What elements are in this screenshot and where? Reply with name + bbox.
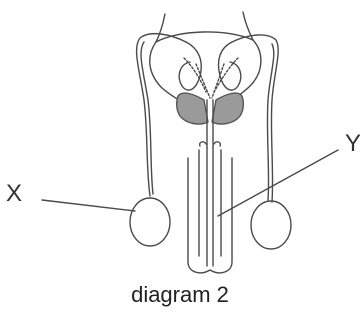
cowper-glands — [200, 142, 221, 146]
urethra — [207, 100, 213, 148]
label-y-leader-line — [218, 150, 338, 216]
right-vas-deferens — [232, 35, 278, 202]
bladder-top — [156, 32, 253, 42]
left-testis — [130, 198, 170, 246]
left-vas-deferens-inner — [141, 42, 153, 194]
penis — [188, 158, 232, 273]
diagram-caption: diagram 2 — [0, 282, 360, 308]
bladder — [150, 40, 261, 104]
label-y: Y — [345, 130, 360, 158]
prostate-gland — [177, 93, 208, 124]
prostate-gland-right — [212, 93, 243, 124]
right-duct-loop — [219, 42, 241, 90]
penis-urethra — [207, 148, 213, 266]
label-x: X — [6, 180, 22, 208]
right-testis — [251, 201, 291, 249]
label-x-leader-line — [42, 200, 135, 211]
